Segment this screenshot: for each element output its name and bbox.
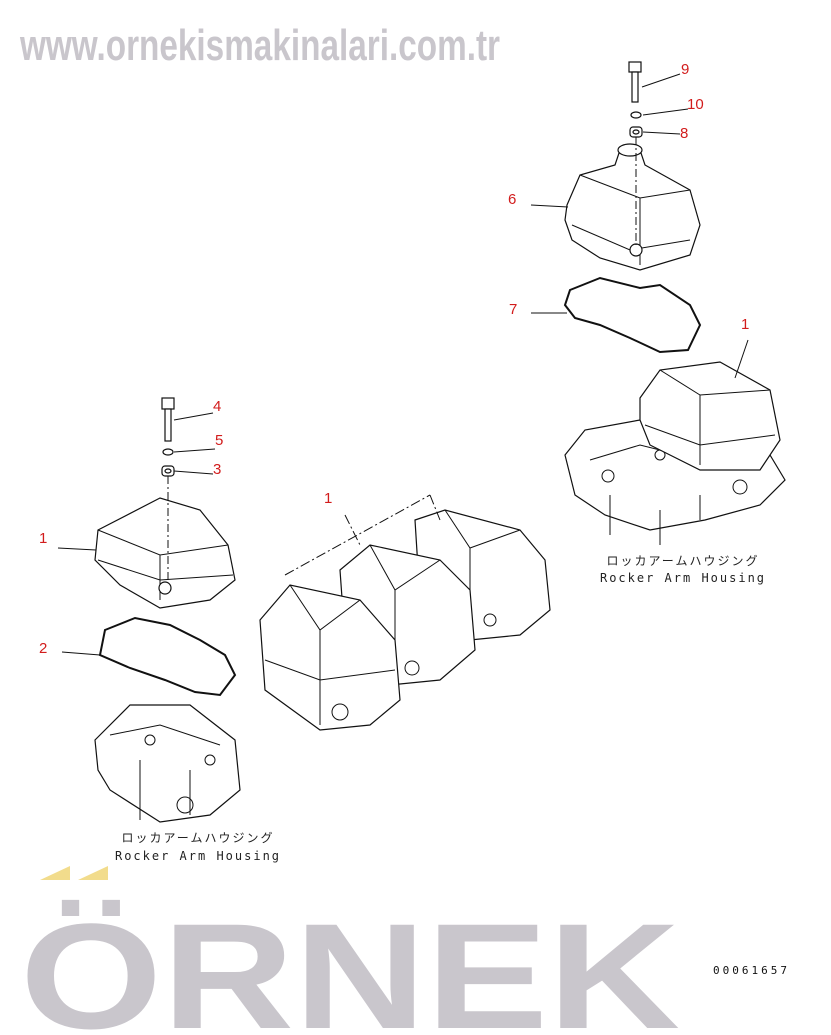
callout-10: 10 [687, 96, 704, 113]
watermark-url: www.ornekismakinalari.com.tr [19, 21, 500, 70]
rocker-arm-housing-left [94, 704, 241, 823]
callout-4: 4 [213, 398, 221, 415]
rocker-arm-housing-right [564, 361, 786, 545]
caption-left-en: Rocker Arm Housing [115, 849, 281, 863]
seal-8 [629, 126, 643, 138]
seal-3 [161, 465, 175, 477]
callout-3: 3 [213, 461, 221, 478]
bolt-4 [161, 397, 175, 442]
watermark: ÖRNEK www.ornekismakinalari.com.tr [19, 21, 680, 1035]
cover-1-left [94, 476, 236, 609]
callout-7: 7 [509, 301, 517, 318]
leader-lines [57, 73, 749, 656]
gasket-2 [98, 616, 237, 697]
callout-5: 5 [215, 432, 223, 449]
bolt-9 [628, 61, 642, 103]
callout-1-right: 1 [741, 316, 749, 333]
washer-5 [162, 448, 174, 456]
washer-10 [630, 111, 642, 119]
caption-right-en: Rocker Arm Housing [600, 571, 766, 585]
watermark-brand: ÖRNEK [20, 892, 680, 1035]
gasket-7 [563, 276, 702, 354]
watermark-accent-right [78, 866, 108, 880]
callout-6: 6 [508, 191, 516, 208]
callout-1-left: 1 [39, 530, 47, 547]
callout-2: 2 [39, 640, 47, 657]
rocker-arm-housing-center [259, 494, 551, 731]
callout-9: 9 [681, 61, 689, 78]
cover-6 [564, 137, 701, 271]
caption-right-jp: ロッカアームハウジング [607, 554, 760, 568]
drawing-code: 00061657 [713, 964, 790, 977]
callout-1-center: 1 [324, 490, 332, 507]
watermark-accent-left [40, 866, 70, 880]
caption-left-jp: ロッカアームハウジング [122, 831, 275, 845]
callout-8: 8 [680, 125, 688, 142]
